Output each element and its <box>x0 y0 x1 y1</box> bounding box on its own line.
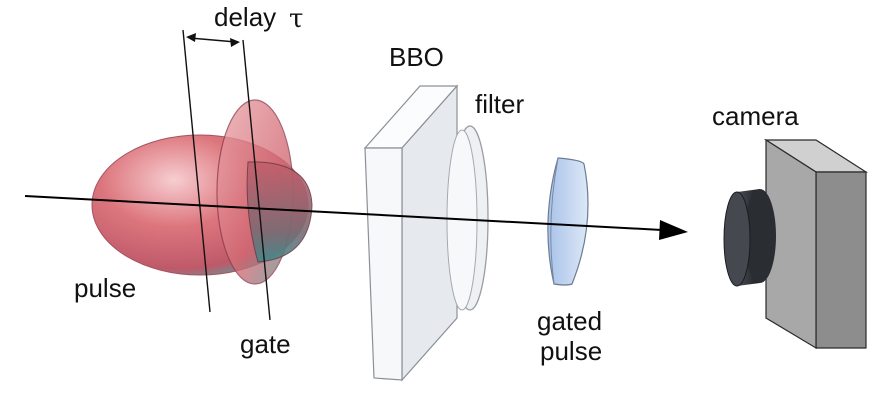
tau-symbol: τ <box>289 4 303 34</box>
delay-arrow <box>186 33 240 47</box>
gated-pulse-shape <box>547 157 589 286</box>
pulse-label: pulse <box>74 273 136 303</box>
gated-pulse-label-line1: gated <box>537 306 602 336</box>
delay-label: delay <box>214 2 276 32</box>
camera-label: camera <box>712 101 799 131</box>
camera-body <box>763 138 869 350</box>
filter-label: filter <box>475 89 524 119</box>
bbo-crystal <box>363 84 459 382</box>
gate-disc <box>216 99 313 285</box>
camera-lens <box>723 189 776 287</box>
bbo-label: BBO <box>389 42 444 72</box>
beam-axis-arrow <box>24 195 688 240</box>
filter-disc <box>446 125 489 311</box>
gate-label: gate <box>240 329 291 359</box>
delay-markers <box>182 29 271 321</box>
gated-pulse-label-line2: pulse <box>540 336 602 366</box>
